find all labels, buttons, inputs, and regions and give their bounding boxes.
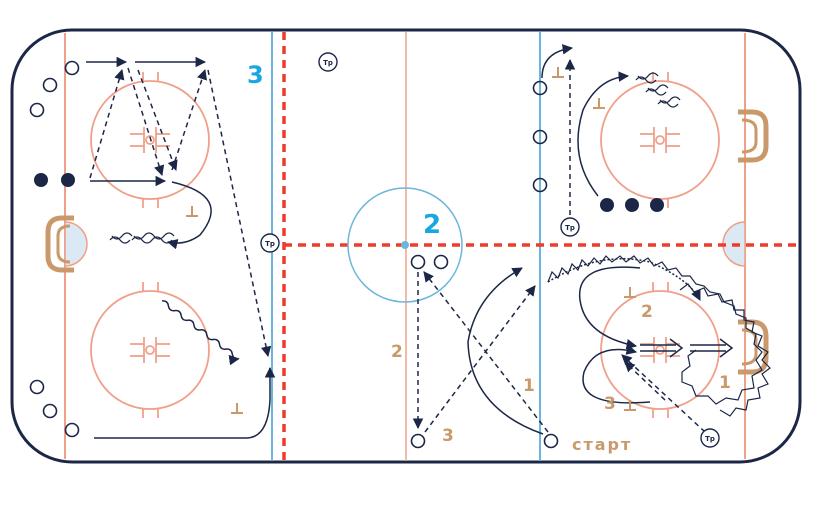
center-circle [347, 187, 463, 303]
shot-arrow-1 [640, 338, 684, 358]
right-skate-curve [577, 71, 630, 197]
svg-text:Тр: Тр [323, 59, 333, 67]
right-goal-top-inner [741, 118, 758, 154]
player-right-3 [532, 177, 548, 193]
puck-right-1 [600, 198, 614, 212]
drill-label-1-center: 1 [523, 376, 535, 396]
trainer-marker-4: Тр [700, 428, 720, 448]
right-zigzag-outer [679, 283, 771, 417]
shot-arrow-2 [690, 338, 734, 358]
puck-left-1 [34, 173, 48, 187]
left-goal [45, 215, 74, 273]
pass-dash-2 [127, 67, 165, 177]
trainer-marker-2: Тр [260, 233, 280, 253]
drill-label-2-right: 2 [641, 302, 653, 322]
drill-label-1-right: 1 [719, 373, 731, 393]
player-right-2 [532, 129, 548, 145]
right-goal-bottom-inner [741, 328, 758, 366]
skate-curve-bottom [94, 366, 276, 439]
cone-right-2 [593, 98, 605, 109]
player-center-2 [433, 254, 449, 270]
center-pass-diag-2 [424, 285, 536, 433]
player-left-5 [42, 403, 58, 419]
puck-right-2 [625, 198, 639, 212]
cone-right-4 [624, 400, 636, 411]
player-left-4 [29, 379, 45, 395]
faceoff-circle-bottom-right [600, 282, 720, 418]
faceoff-circle-bottom-left [90, 282, 210, 418]
player-right-1 [532, 80, 548, 96]
puck-left-2 [61, 173, 75, 187]
pylons-left [109, 232, 175, 244]
left-crease [64, 221, 88, 267]
wavy-line-left [161, 300, 240, 366]
svg-text:Тр: Тр [565, 224, 575, 232]
svg-text:Тр: Тр [265, 240, 275, 248]
right-pass-diag-2 [624, 361, 666, 401]
left-goal-inner [56, 224, 71, 264]
player-left-1 [64, 60, 80, 76]
center-skate-curve [467, 267, 544, 435]
right-zigzag-loop [547, 255, 763, 405]
faceoff-circle-top-left [90, 72, 210, 208]
pass-dash-long [207, 69, 272, 358]
cone-right-3 [624, 287, 636, 298]
right-skate-loop-top [578, 266, 641, 350]
player-start [543, 433, 559, 449]
trainer-marker-3: Тр [560, 217, 580, 237]
player-left-3 [29, 102, 45, 118]
player-center-1 [410, 254, 426, 270]
zone-number-3: 3 [247, 61, 264, 89]
drill-label-3-center: 3 [442, 426, 454, 446]
start-label: старт [572, 435, 632, 454]
player-center-3 [410, 433, 426, 449]
drill-label-3-right: 3 [604, 394, 616, 414]
cone-left-1 [186, 206, 198, 217]
player-left-6 [64, 422, 80, 438]
svg-text:Тр: Тр [705, 435, 715, 443]
player-left-2 [42, 77, 58, 93]
right-skate-top [541, 44, 574, 79]
pylons-right [635, 72, 681, 108]
skate-curve-mid [166, 181, 212, 250]
cone-left-2 [231, 403, 243, 414]
right-pass-diag-1 [621, 354, 706, 433]
drill-label-2-center: 2 [391, 342, 403, 362]
right-goal-top [738, 109, 769, 163]
trainer-marker-1: Тр [318, 52, 338, 72]
right-skate-loop-bottom [582, 344, 651, 404]
center-dot [401, 241, 409, 249]
zone-number-2: 2 [423, 210, 441, 240]
cone-right-1 [552, 67, 564, 78]
puck-right-3 [650, 198, 664, 212]
pass-dash-1 [89, 68, 125, 179]
right-goal-bottom [738, 319, 769, 375]
